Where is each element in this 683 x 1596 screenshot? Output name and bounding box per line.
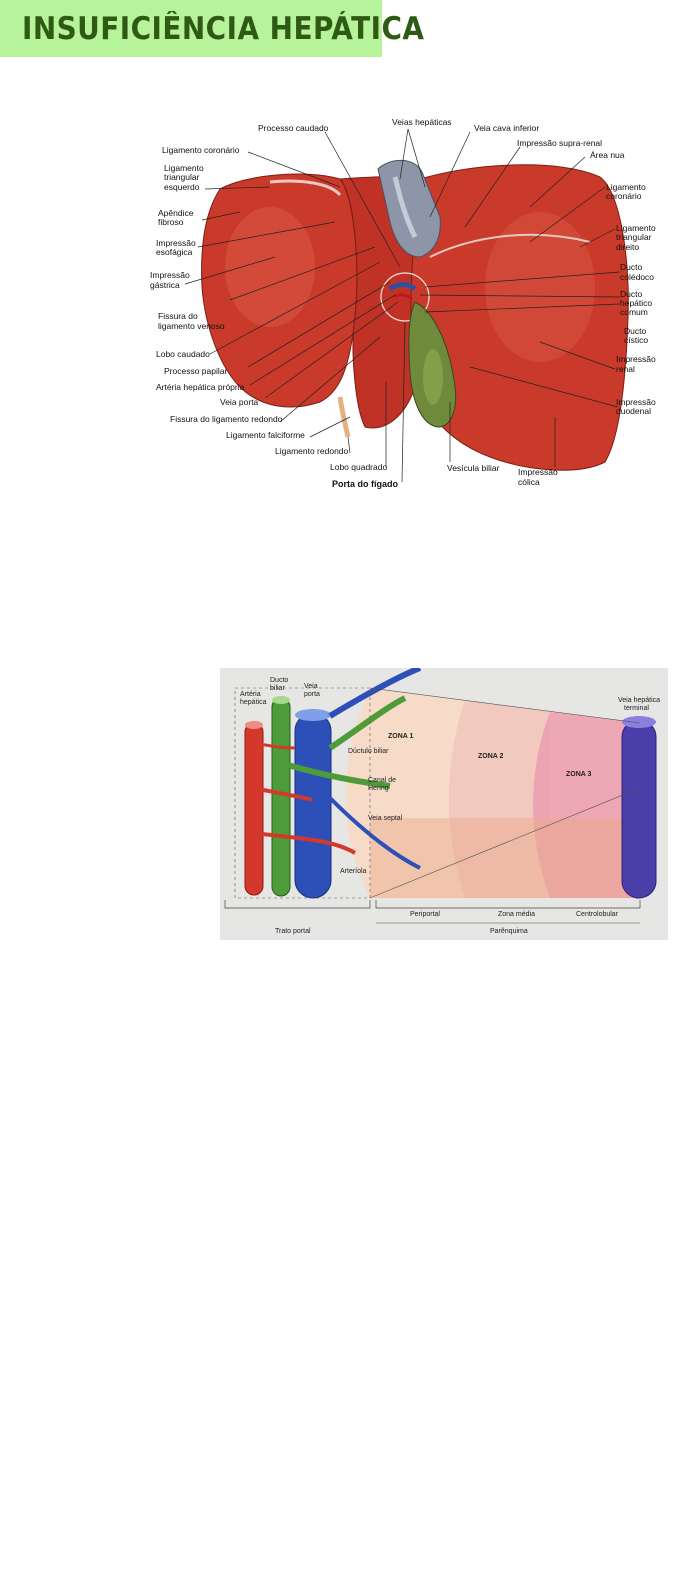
lobule-label: Artéria — [240, 691, 261, 698]
liver-label: Veia porta — [220, 397, 259, 407]
liver-label: gástrica — [150, 280, 180, 290]
liver-label: direito — [616, 242, 639, 252]
liver-drawing — [201, 159, 629, 471]
liver-label: Processo papilar — [164, 366, 227, 376]
lobule-label: Veia septal — [368, 815, 403, 822]
liver-label: fibroso — [158, 217, 184, 227]
liver-label: Ducto — [620, 262, 642, 272]
liver-label: Veias hepáticas — [392, 117, 452, 127]
lobule-label: Centrolobular — [576, 911, 619, 918]
liver-label: Fissura do ligamento redondo — [170, 414, 283, 424]
lobule-label: Canal de — [368, 777, 396, 784]
liver-label: Artéria hepática própria — [156, 382, 245, 392]
hepatic-lobule-figure: Artéria hepática Ducto biliar Veia porta… — [220, 668, 668, 940]
liver-label: Ligamento — [606, 182, 646, 192]
liver-label: esquerdo — [164, 182, 200, 192]
zone-label: ZONA 2 — [478, 753, 504, 760]
lobule-label: Zona média — [498, 911, 535, 918]
lobule-label: biliar — [270, 685, 285, 692]
liver-label: Lobo caudado — [156, 349, 210, 359]
liver-label: Impressão — [616, 354, 656, 364]
liver-label: ligamento venoso — [158, 321, 225, 331]
liver-label: esofágica — [156, 247, 193, 257]
liver-labels: Ligamento coronário Ligamento triangular… — [150, 117, 656, 489]
liver-label: triangular — [164, 172, 200, 182]
liver-label: renal — [616, 364, 635, 374]
liver-label: Ligamento redondo — [275, 446, 349, 456]
liver-label: hepático — [620, 298, 652, 308]
lobule-label: Hering — [368, 785, 389, 792]
liver-label: Veia cava inferior — [474, 123, 539, 133]
liver-label: colédoco — [620, 272, 654, 282]
lobule-label: Trato portal — [275, 928, 311, 935]
liver-label: Impressão — [616, 397, 656, 407]
liver-label: Área nua — [590, 150, 625, 160]
lobule-label: hepática — [240, 699, 267, 706]
liver-label: Ligamento falciforme — [226, 430, 305, 440]
liver-label: Impressão — [518, 467, 558, 477]
liver-label: comum — [620, 307, 648, 317]
liver-label: Ducto — [620, 289, 642, 299]
liver-label: Ducto — [624, 326, 646, 336]
liver-label: cólica — [518, 477, 540, 487]
zone-label: ZONA 3 — [566, 771, 592, 778]
liver-label: Impressão — [150, 270, 190, 280]
lobule-label: Arteríola — [340, 868, 367, 875]
liver-label: Apêndice — [158, 208, 194, 218]
liver-label: Ligamento coronário — [162, 145, 240, 155]
lobule-label: terminal — [624, 705, 649, 712]
page-title: INSUFICIÊNCIA HEPÁTICA — [22, 10, 425, 47]
liver-label: duodenal — [616, 406, 651, 416]
lobule-label: Dúctulo biliar — [348, 748, 389, 755]
liver-label: Ligamento — [616, 223, 656, 233]
liver-label: Fissura do — [158, 311, 198, 321]
zone-label: ZONA 1 — [388, 733, 414, 740]
lobule-label: Veia hepática — [618, 697, 660, 704]
liver-label: Impressão — [156, 238, 196, 248]
lobule-label: Ducto — [270, 677, 288, 684]
liver-label: Ligamento — [164, 163, 204, 173]
liver-label: cístico — [624, 335, 648, 345]
liver-label: Porta do fígado — [332, 479, 398, 489]
lobule-labels: Artéria hepática Ducto biliar Veia porta… — [240, 677, 660, 935]
lobule-label: Parênquima — [490, 928, 528, 935]
liver-label: triangular — [616, 232, 652, 242]
liver-label: coronário — [606, 191, 642, 201]
liver-label: Vesícula biliar — [447, 463, 500, 473]
liver-label: Impressão supra-renal — [517, 138, 602, 148]
liver-label: Processo caudado — [258, 123, 329, 133]
title-banner: INSUFICIÊNCIA HEPÁTICA — [0, 0, 424, 57]
lobule-label: Periportal — [410, 911, 440, 918]
liver-label: Lobo quadrado — [330, 462, 387, 472]
lobule-label: Veia — [304, 683, 318, 690]
liver-anatomy-figure: Ligamento coronário Ligamento triangular… — [150, 117, 656, 489]
lobule-label: porta — [304, 691, 320, 698]
